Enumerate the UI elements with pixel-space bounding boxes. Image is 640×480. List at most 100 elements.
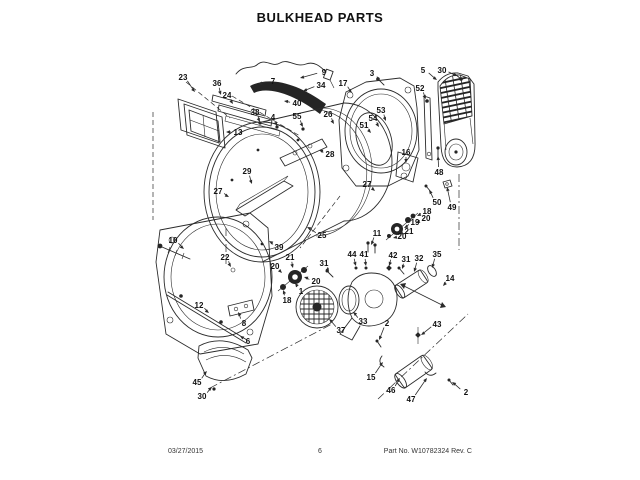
- heater-hardware: [424, 146, 453, 193]
- lint-chute: [197, 340, 253, 391]
- callout-55: 55: [293, 112, 303, 127]
- callout-41: 41: [360, 250, 369, 266]
- callout-35: 35: [431, 250, 442, 268]
- callout-15: 15: [367, 362, 383, 382]
- slide-rod: [166, 291, 248, 344]
- callout-27: 27: [363, 180, 375, 191]
- callout-32: 32: [413, 254, 424, 272]
- top-bulkhead-bracket: [211, 94, 305, 137]
- svg-text:17: 17: [339, 79, 348, 88]
- callout-20: 20: [393, 232, 407, 241]
- callout-23: 23: [179, 73, 195, 92]
- svg-text:3: 3: [370, 69, 375, 78]
- footer-page-number: 6: [318, 448, 322, 455]
- svg-text:45: 45: [193, 378, 202, 387]
- callout-37: 37: [329, 319, 346, 335]
- page-title: BULKHEAD PARTS: [256, 10, 384, 25]
- svg-text:23: 23: [179, 73, 188, 82]
- svg-text:53: 53: [377, 106, 386, 115]
- callout-22: 22: [221, 253, 231, 267]
- axis-lines: [152, 81, 469, 400]
- svg-text:19: 19: [411, 218, 420, 227]
- callout-1: 1: [295, 283, 304, 296]
- svg-text:37: 37: [337, 326, 346, 335]
- callout-20: 20: [271, 262, 282, 273]
- callout-16: 16: [402, 148, 411, 163]
- svg-text:47: 47: [407, 395, 416, 404]
- callout-11: 11: [371, 229, 382, 245]
- svg-text:6: 6: [246, 337, 251, 346]
- svg-text:16: 16: [402, 148, 411, 157]
- svg-text:44: 44: [348, 250, 357, 259]
- svg-text:51: 51: [360, 121, 369, 130]
- blower-wheel: [295, 285, 339, 329]
- drum-top-bracket: [279, 138, 328, 167]
- callout-30: 30: [438, 66, 457, 77]
- svg-text:34: 34: [317, 81, 326, 90]
- callout-40: 40: [284, 99, 302, 108]
- svg-text:11: 11: [373, 229, 382, 238]
- side-bracket-strip: [423, 95, 433, 161]
- svg-text:52: 52: [416, 84, 425, 93]
- drum-baffle: [235, 175, 294, 217]
- svg-text:42: 42: [389, 251, 398, 260]
- svg-text:31: 31: [402, 255, 411, 264]
- svg-text:22: 22: [221, 253, 230, 262]
- callout-26: 26: [324, 110, 334, 124]
- exhaust-cylinder: [375, 327, 454, 389]
- svg-text:33: 33: [359, 317, 368, 326]
- callout-50: 50: [429, 190, 442, 207]
- front-bulkhead: [338, 77, 420, 187]
- callout-6: 6: [240, 336, 251, 346]
- callout-43: 43: [421, 320, 442, 335]
- svg-text:8: 8: [242, 319, 247, 328]
- rear-bulkhead: [155, 212, 273, 355]
- callout-51: 51: [360, 121, 371, 133]
- svg-text:20: 20: [271, 262, 280, 271]
- callout-2: 2: [452, 382, 469, 397]
- callout-25: 25: [307, 227, 327, 240]
- svg-text:24: 24: [223, 91, 232, 100]
- svg-text:43: 43: [433, 320, 442, 329]
- roller-cluster-left: [277, 265, 309, 292]
- svg-text:41: 41: [360, 250, 369, 259]
- screw-10: [157, 243, 191, 260]
- svg-text:27: 27: [363, 180, 372, 189]
- svg-text:2: 2: [464, 388, 469, 397]
- heater-duct: [437, 72, 476, 168]
- callout-42: 42: [389, 251, 398, 266]
- callout-21: 21: [286, 253, 295, 268]
- callout-19: 19: [404, 218, 420, 228]
- svg-text:7: 7: [271, 77, 276, 86]
- svg-text:40: 40: [293, 99, 302, 108]
- svg-text:13: 13: [234, 128, 243, 137]
- callout-34: 34: [303, 81, 326, 92]
- callout-49: 49: [446, 187, 457, 212]
- blower-housing: [325, 241, 405, 341]
- callout-24: 24: [223, 91, 233, 104]
- callout-7: 7: [258, 77, 276, 86]
- callout-2: 2: [379, 319, 390, 340]
- callout-54: 54: [369, 114, 379, 127]
- svg-text:20: 20: [312, 277, 321, 286]
- callout-47: 47: [407, 378, 427, 404]
- footer-date: 03/27/2015: [168, 448, 204, 455]
- callout-36: 36: [213, 79, 222, 95]
- callout-20: 20: [416, 214, 431, 223]
- callout-45: 45: [193, 371, 207, 387]
- svg-text:35: 35: [433, 250, 442, 259]
- callout-52: 52: [416, 84, 426, 99]
- blower-ring: [338, 285, 360, 315]
- callout-20: 20: [304, 276, 321, 286]
- callout-31: 31: [320, 259, 329, 272]
- svg-text:15: 15: [367, 373, 376, 382]
- callout-9: 9: [300, 68, 327, 79]
- callout-38: 38: [251, 108, 260, 122]
- callout-33: 33: [353, 312, 368, 326]
- callout-14: 14: [443, 274, 455, 286]
- footer-part-number: Part No. W10782324 Rev. C: [383, 448, 472, 455]
- callout-3: 3: [370, 69, 380, 81]
- svg-text:36: 36: [213, 79, 222, 88]
- callout-12: 12: [195, 301, 209, 313]
